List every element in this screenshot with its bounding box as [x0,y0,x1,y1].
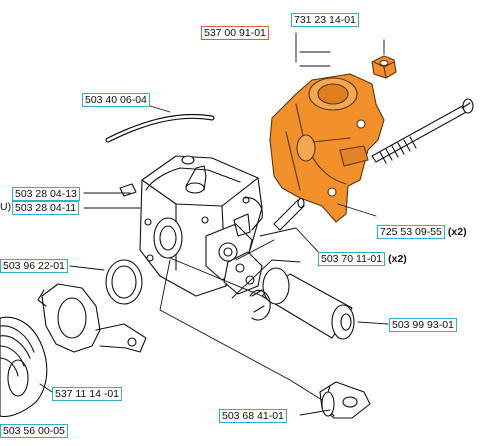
left-edge-fragment: U) [0,201,12,213]
part-number-label: 503 96 22-01 [0,259,68,273]
part-number-label: 537 11 14 -01 [52,387,123,401]
intake-flange-part[interactable] [269,73,385,223]
callout-503-99-93-01[interactable]: 503 99 93-01 [389,318,457,332]
grommet-part[interactable] [319,381,371,419]
callout-503-28-04-11[interactable]: 503 28 04-11 [12,201,80,215]
part-number-label: 503 28 04-13 [12,187,80,201]
part-number-label: 503 56 00-05 [0,424,68,438]
callout-725-53-09-55[interactable]: 725 53 09-55(x2) [377,225,467,239]
part-number-label: 725 53 09-55 [377,225,445,239]
carburetor-part[interactable] [119,155,263,297]
callout-503-70-11-01[interactable]: 503 70 11-01(x2) [318,252,407,266]
callout-503-28-04-13[interactable]: 503 28 04-13 [12,187,80,201]
quantity-label: (x2) [388,253,407,265]
callout-503-68-41-01[interactable]: 503 68 41-01 [219,409,287,423]
callout-537-11-14-01[interactable]: 537 11 14 -01 [52,387,123,401]
long-bolt-part[interactable] [371,98,474,164]
part-number-label: 537 00 91-01 [201,26,269,40]
part-number-label: 503 99 93-01 [389,318,457,332]
rubber-ring-part[interactable] [105,259,143,305]
callout-731-23-14-01[interactable]: 731 23 14-01 [291,13,359,27]
air-tube-part[interactable] [249,267,355,340]
part-number-label: 503 70 11-01 [318,252,386,266]
part-number-label: 503 68 41-01 [219,409,287,423]
part-number-label: 503 40 06-04 [82,93,150,107]
fuel-hose-part[interactable] [105,113,215,143]
part-number-label: 503 28 04-11 [12,201,80,215]
callout-503-96-22-01[interactable]: 503 96 22-01 [0,259,68,273]
callout-537-00-91-01[interactable]: 537 00 91-01 [201,26,269,40]
spacer-tube-part[interactable] [273,197,305,231]
part-number-label: 731 23 14-01 [291,13,359,27]
intake-bellows-part[interactable] [0,316,48,418]
callout-503-40-06-04[interactable]: 503 40 06-04 [82,93,150,107]
choke-gasket-part[interactable] [223,251,263,295]
quantity-label: (x2) [447,226,467,238]
hex-nut-part[interactable] [371,55,397,79]
callout-503-56-00-05[interactable]: 503 56 00-05 [0,424,68,438]
hose-clamp-part[interactable] [37,283,147,353]
